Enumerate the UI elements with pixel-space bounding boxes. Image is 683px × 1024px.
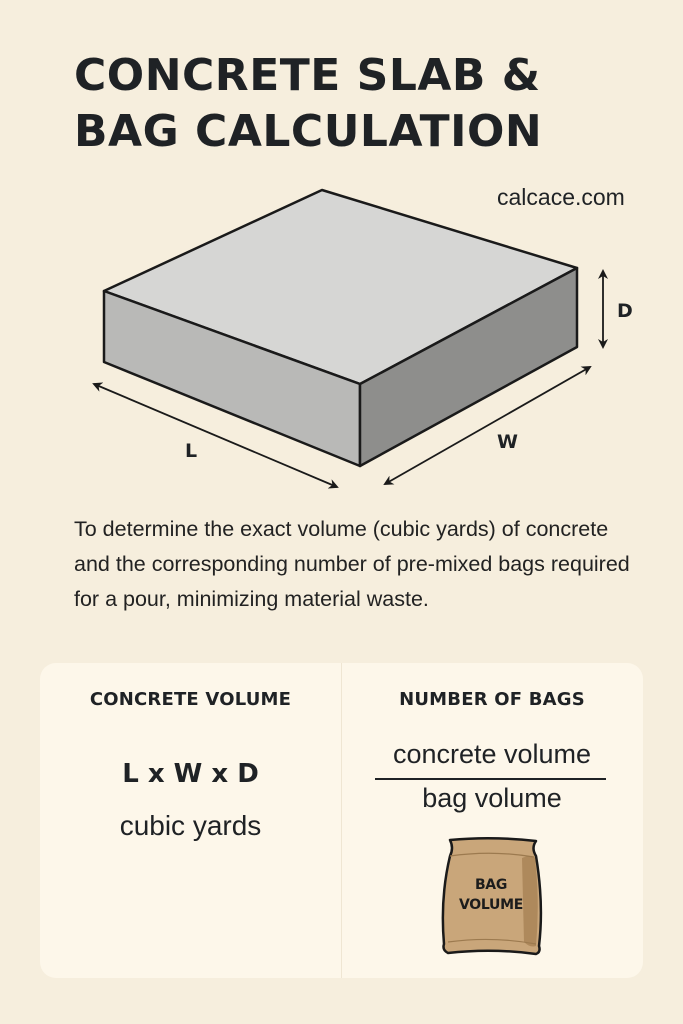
fraction-numerator: concrete volume (392, 739, 592, 769)
title-line-2: BAG CALCULATION (74, 106, 543, 157)
bag-label: BAG VOLUME (442, 875, 540, 915)
bag-icon (441, 836, 543, 956)
bag-label-line-1: BAG (474, 877, 508, 893)
number-of-bags-heading: NUMBER OF BAGS (399, 689, 585, 710)
fraction-denominator: bag volume (422, 783, 562, 813)
page-title: CONCRETE SLAB & BAG CALCULATION (74, 48, 542, 160)
volume-unit: cubic yards (119, 810, 262, 841)
site-url: calcace.com (497, 184, 625, 210)
bag-label-line-2: VOLUME (459, 897, 523, 913)
description: To determine the exact volume (cubic yar… (74, 517, 630, 611)
fraction-line (375, 778, 606, 780)
slab-diagram-icon (92, 188, 608, 489)
width-arrow (383, 366, 592, 485)
title-line-1: CONCRETE SLAB & (74, 50, 541, 101)
card-divider (341, 663, 342, 978)
width-label: W (497, 431, 518, 453)
volume-formula: L x W x D (122, 759, 259, 789)
depth-label: D (617, 300, 633, 322)
concrete-volume-heading: CONCRETE VOLUME (89, 689, 292, 710)
length-arrow (92, 382, 339, 489)
length-label: L (185, 440, 198, 462)
formula-card: CONCRETE VOLUME L x W x D cubic yards NU… (40, 663, 643, 978)
